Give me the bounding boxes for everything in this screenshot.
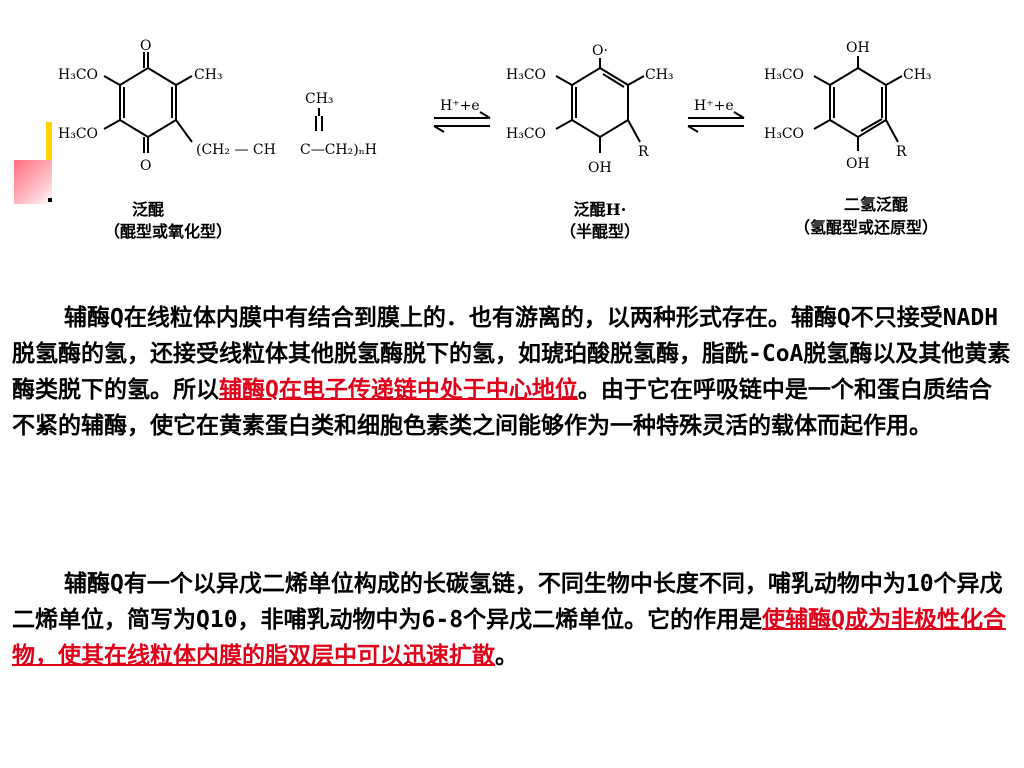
oh-top-right: OH (846, 40, 870, 56)
decorative-pink-square (14, 160, 52, 204)
middle-name: 泛醌H· (574, 200, 627, 219)
methoxy-top-right: H₃CO (764, 67, 804, 83)
paragraph2-highlight: 使辅酶Q成为非极性化合物，使其在线粒体内膜的脂双层中可以迅速扩散 (12, 607, 1006, 669)
paragraph-isoprene-chain: 辅酶Q有一个以异戊二烯单位构成的长碳氢链，不同生物中长度不同，哺乳动物中为10个… (12, 566, 1012, 674)
methyl-middle: CH₃ (645, 67, 674, 83)
r-right: R (896, 144, 907, 160)
methyl-left: CH₃ (194, 67, 223, 83)
paragraph2-text-c: 。 (495, 643, 518, 669)
oh-bottom-right: OH (846, 156, 870, 172)
ubiquinone-redox-diagram: O O H₃CO H₃CO CH₃ (CH₂ — CH C—CH₂)ₙH CH₃… (58, 38, 938, 241)
methoxy-bottom-middle: H₃CO (506, 126, 546, 142)
arrow2-label: H⁺+e (694, 98, 734, 114)
decorative-dot (48, 198, 52, 202)
side-chain-start: (CH₂ — CH (196, 142, 276, 158)
left-form: （醌型或氧化型） (104, 222, 232, 241)
paragraph-coq-role: 辅酶Q在线粒体内膜中有结合到膜上的．也有游离的，以两种形式存在。辅酶Q不只接受N… (12, 300, 1012, 444)
left-name: 泛醌 (132, 200, 164, 219)
methoxy-bottom-right: H₃CO (764, 126, 804, 142)
hydroquinone-ring (829, 66, 887, 139)
arrow1-label: H⁺+e (440, 98, 480, 114)
right-name: 二氢泛醌 (844, 195, 908, 214)
decorative-yellow-bar (46, 122, 52, 160)
paragraph1-text-a: 辅酶Q在线粒体内膜中有结合到膜上的．也有游离的，以两种形式存在。辅酶Q不只接受N… (12, 305, 1011, 403)
r-middle: R (638, 144, 649, 160)
paragraph1-highlight: 辅酶Q在电子传递链中处于中心地位 (219, 377, 578, 403)
oxo-top: O (140, 38, 151, 54)
side-chain-end: C—CH₂)ₙH (300, 142, 377, 158)
paragraph1-text-b: 。由于它在呼吸链中是一个和蛋白质结合不紧的辅酶，使它在黄素蛋白类和细胞色素类之间… (12, 377, 992, 439)
quinone-ring (119, 66, 177, 139)
radical-oxygen: O· (592, 43, 608, 59)
oxo-bottom: O (140, 158, 151, 174)
semiquinone-ring (571, 66, 629, 139)
oh-middle: OH (588, 160, 612, 176)
paragraph2-text-a: 辅酶Q有一个以异戊二烯单位构成的长碳氢链，不同生物中长度不同，哺乳动物中为10个… (12, 571, 1003, 633)
side-chain-methyl: CH₃ (305, 91, 334, 107)
methyl-right: CH₃ (903, 67, 932, 83)
methoxy-bottom-left: H₃CO (58, 126, 98, 142)
middle-form: （半醌型） (560, 222, 640, 241)
right-form: （氢醌型或还原型） (794, 218, 938, 237)
methoxy-top-middle: H₃CO (506, 67, 546, 83)
methoxy-top-left: H₃CO (58, 67, 98, 83)
